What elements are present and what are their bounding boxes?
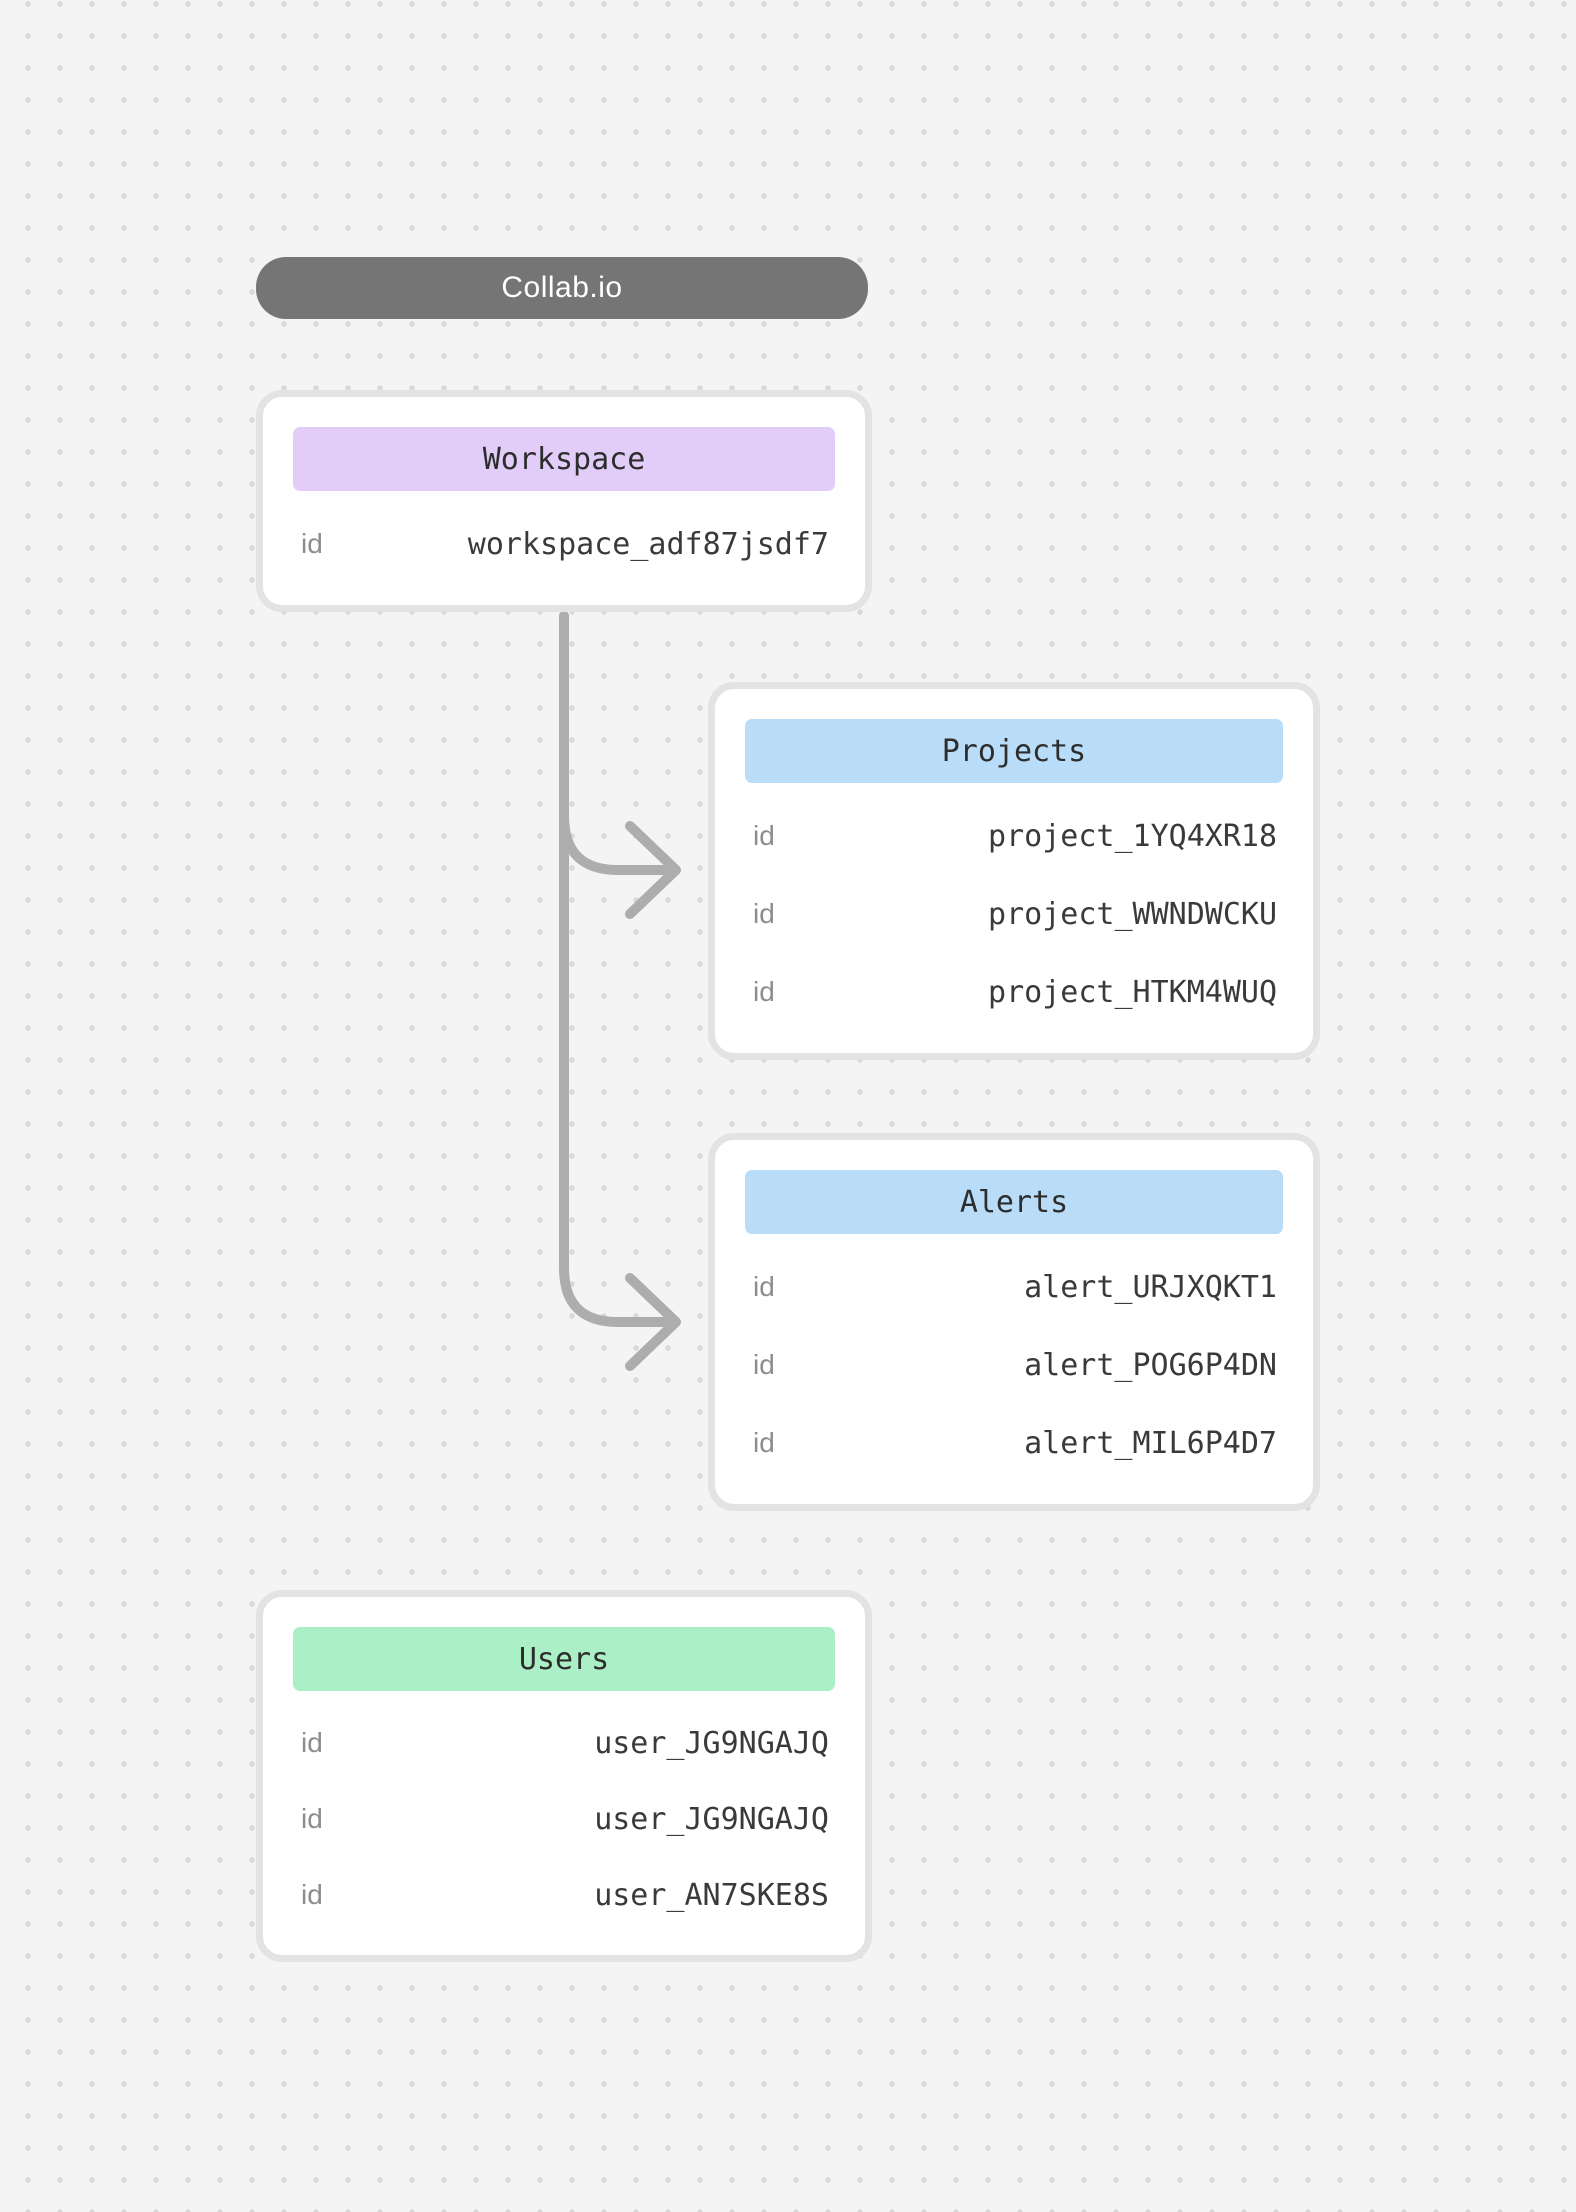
- entity-header-users: Users: [293, 1627, 835, 1691]
- row-value: user_JG9NGAJQ: [594, 1801, 829, 1837]
- entity-header-projects: Projects: [745, 719, 1283, 783]
- row-value: project_1YQ4XR18: [988, 818, 1277, 854]
- row-value: alert_URJXQKT1: [1024, 1269, 1277, 1305]
- entity-row: id workspace_adf87jsdf7: [293, 505, 835, 583]
- connector-workspace-projects: [559, 611, 681, 919]
- row-key-label: id: [301, 1727, 323, 1758]
- entity-rows: id workspace_adf87jsdf7: [293, 491, 835, 583]
- row-value: workspace_adf87jsdf7: [467, 526, 829, 562]
- row-key-label: id: [753, 976, 775, 1007]
- row-key-label: id: [301, 528, 323, 559]
- row-key-label: id: [753, 1271, 775, 1302]
- entity-row: id alert_POG6P4DN: [745, 1326, 1283, 1404]
- entity-header-alerts: Alerts: [745, 1170, 1283, 1234]
- entity-header-workspace: Workspace: [293, 427, 835, 491]
- row-key-label: id: [753, 1427, 775, 1458]
- entity-rows: id user_JG9NGAJQ id user_JG9NGAJQ id use…: [293, 1691, 835, 1933]
- entity-card-projects[interactable]: Projects id project_1YQ4XR18 id project_…: [708, 682, 1320, 1060]
- row-key-label: id: [301, 1803, 323, 1834]
- row-value: alert_MIL6P4D7: [1024, 1425, 1277, 1461]
- connector-arrowhead-icon: [625, 821, 681, 919]
- app-title-label: Collab.io: [501, 271, 623, 304]
- connector-arrowhead-icon: [625, 1273, 681, 1371]
- row-key-label: id: [753, 820, 775, 851]
- entity-row: id user_JG9NGAJQ: [293, 1781, 835, 1857]
- entity-row: id alert_MIL6P4D7: [745, 1404, 1283, 1482]
- row-value: user_JG9NGAJQ: [594, 1725, 829, 1761]
- row-key-label: id: [301, 1879, 323, 1910]
- row-value: project_HTKM4WUQ: [988, 974, 1277, 1010]
- connector-line: [559, 611, 669, 875]
- row-value: user_AN7SKE8S: [594, 1877, 829, 1913]
- entity-rows: id project_1YQ4XR18 id project_WWNDWCKU …: [745, 783, 1283, 1031]
- row-key-label: id: [753, 1349, 775, 1380]
- entity-card-users[interactable]: Users id user_JG9NGAJQ id user_JG9NGAJQ …: [256, 1590, 872, 1962]
- entity-row: id project_1YQ4XR18: [745, 797, 1283, 875]
- row-value: project_WWNDWCKU: [988, 896, 1277, 932]
- app-title-pill[interactable]: Collab.io: [256, 257, 868, 319]
- entity-rows: id alert_URJXQKT1 id alert_POG6P4DN id a…: [745, 1234, 1283, 1482]
- row-key-label: id: [753, 898, 775, 929]
- connector-workspace-alerts: [559, 611, 681, 1371]
- entity-card-workspace[interactable]: Workspace id workspace_adf87jsdf7: [256, 390, 872, 612]
- entity-row: id user_JG9NGAJQ: [293, 1705, 835, 1781]
- connector-line: [559, 611, 669, 1327]
- entity-row: id project_HTKM4WUQ: [745, 953, 1283, 1031]
- entity-card-alerts[interactable]: Alerts id alert_URJXQKT1 id alert_POG6P4…: [708, 1133, 1320, 1511]
- row-value: alert_POG6P4DN: [1024, 1347, 1277, 1383]
- entity-row: id project_WWNDWCKU: [745, 875, 1283, 953]
- entity-row: id user_AN7SKE8S: [293, 1857, 835, 1933]
- entity-row: id alert_URJXQKT1: [745, 1248, 1283, 1326]
